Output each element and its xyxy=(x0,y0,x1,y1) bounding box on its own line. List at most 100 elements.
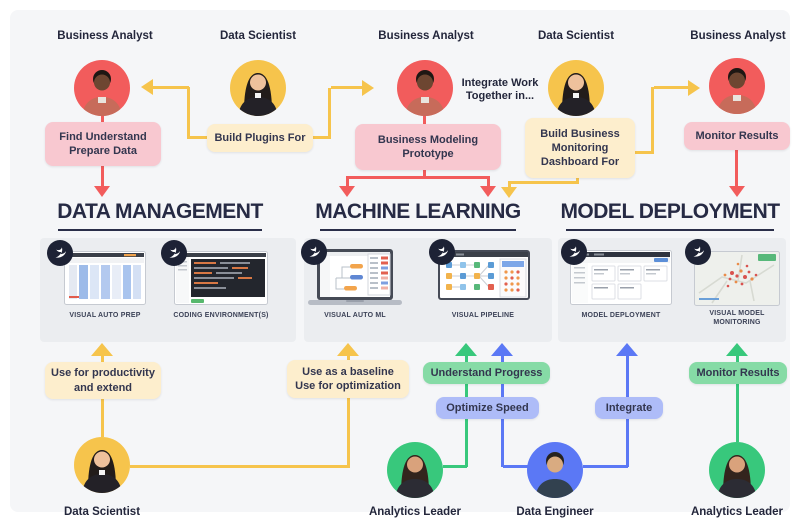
tool-label-visual-auto-ml: VISUAL AUTO ML xyxy=(324,312,386,319)
avatar-analytics-leader-1 xyxy=(387,442,443,498)
arrowhead-up-blue-ml xyxy=(491,343,513,356)
connector-box3-split-vl xyxy=(346,176,349,188)
tool-label-visual-auto-prep: VISUAL AUTO PREP xyxy=(69,312,141,319)
arrowhead-up-yellow-ml xyxy=(337,343,359,356)
person-icon xyxy=(717,455,757,498)
connector-plugins-right-h2 xyxy=(331,86,363,89)
avatar-data-scientist-bottom xyxy=(74,437,130,493)
role-label-data-scientist-bottom: Data Scientist xyxy=(63,506,141,518)
arrowhead-down-red-ml-right xyxy=(480,186,496,197)
visual-auto-ml-thumbnail xyxy=(308,248,402,313)
visual-pipeline-thumbnail xyxy=(438,250,530,307)
connector-plugins-left-v xyxy=(187,87,190,139)
dataiku-bird-icon xyxy=(561,239,587,265)
connector-ds-right-h xyxy=(130,465,349,468)
person-icon xyxy=(405,70,445,116)
connector-plugins-right-h xyxy=(313,136,331,139)
avatar-data-scientist-2 xyxy=(548,60,604,116)
arrowhead-right-yellow-1 xyxy=(362,80,374,96)
connector-ba1-to-box xyxy=(101,114,104,123)
arrowhead-right-yellow-2 xyxy=(688,80,700,96)
connector-plugins-left-h2 xyxy=(153,86,189,89)
role-label-analytics-leader-1: Analytics Leader xyxy=(368,506,462,518)
avatar-data-scientist-1 xyxy=(230,60,286,116)
action-optimize-speed: Optimize Speed xyxy=(436,397,539,419)
role-label-data-engineer: Data Engineer xyxy=(516,506,594,518)
connector-box4-right-h xyxy=(635,151,654,154)
connector-box4-right-h2 xyxy=(654,86,688,89)
connector-plugins-right-v xyxy=(328,88,331,139)
action-use-as-baseline: Use as a baseline Use for optimization xyxy=(287,360,409,398)
title-underline-dm xyxy=(58,229,262,231)
tool-label-coding-environments: CODING ENVIRONMENT(S) xyxy=(173,312,269,319)
action-find-understand-prepare-data: Find Understand Prepare Data xyxy=(45,122,161,166)
arrowhead-down-yellow-ml xyxy=(501,187,517,198)
dataiku-bird-icon xyxy=(301,239,327,265)
person-icon xyxy=(82,70,122,116)
action-understand-progress: Understand Progress xyxy=(423,362,550,384)
connector-baseline-arrow-v xyxy=(347,355,350,362)
role-label-analytics-leader-2: Analytics Leader xyxy=(690,506,784,518)
role-label-business-analyst-3: Business Analyst xyxy=(690,30,786,42)
diagram-board: Business Analyst Data Scientist Business… xyxy=(10,10,790,518)
connector-box1-down xyxy=(101,165,104,187)
dataiku-bird-icon xyxy=(429,239,455,265)
connector-box4-right-v xyxy=(651,87,654,154)
role-label-data-scientist-2: Data Scientist xyxy=(537,30,615,42)
person-icon xyxy=(82,450,122,493)
action-monitor-results-top: Monitor Results xyxy=(684,122,790,150)
connector-al-left-h xyxy=(443,465,467,468)
arrowhead-down-red-md xyxy=(729,186,745,197)
visual-model-monitoring-thumbnail xyxy=(694,251,780,311)
action-build-business-monitoring-dashboard: Build Business Monitoring Dashboard For xyxy=(525,118,635,178)
role-label-data-scientist-1: Data Scientist xyxy=(219,30,297,42)
connector-ba2-to-box xyxy=(423,114,426,124)
connector-box3-down xyxy=(423,170,426,178)
arrowhead-up-green-ml xyxy=(455,343,477,356)
connector-de-right-h xyxy=(583,465,628,468)
connector-plugins-left-h xyxy=(188,136,208,139)
action-business-modeling-prototype: Business Modeling Prototype xyxy=(355,124,501,170)
section-title-data-management: DATA MANAGEMENT xyxy=(57,200,263,223)
dataiku-bird-icon xyxy=(685,239,711,265)
tool-label-visual-pipeline: VISUAL PIPELINE xyxy=(451,312,515,319)
arrowhead-left-yellow xyxy=(141,79,153,95)
arrowhead-up-green-md xyxy=(726,343,748,356)
avatar-business-analyst-1 xyxy=(74,60,130,116)
dataiku-bird-icon xyxy=(161,240,187,266)
connector-baseline-v xyxy=(347,396,350,468)
tool-label-visual-model-monitoring: VISUAL MODEL MONITORING xyxy=(709,310,765,326)
connector-box4-down-v2 xyxy=(508,181,511,189)
title-underline-md xyxy=(566,229,774,231)
tool-label-model-deployment: MODEL DEPLOYMENT xyxy=(581,312,661,319)
title-underline-ml xyxy=(320,229,516,231)
avatar-business-analyst-3 xyxy=(709,58,765,114)
section-title-model-deployment: MODEL DEPLOYMENT xyxy=(560,200,780,223)
role-label-business-analyst-2: Business Analyst xyxy=(378,30,474,42)
arrowhead-down-red-dm xyxy=(94,186,110,197)
avatar-data-engineer xyxy=(527,442,583,498)
connector-al-right-v xyxy=(736,355,739,442)
coding-environments-thumbnail xyxy=(174,251,268,310)
person-icon xyxy=(535,452,575,498)
action-integrate: Integrate xyxy=(595,397,663,419)
section-title-machine-learning: MACHINE LEARNING xyxy=(315,200,521,223)
dataiku-bird-icon xyxy=(47,240,73,266)
person-icon xyxy=(717,68,757,114)
arrowhead-up-yellow-dm xyxy=(91,343,113,356)
person-icon xyxy=(556,73,596,116)
note-integrate-work: Integrate Work Together in... xyxy=(461,77,539,103)
action-build-plugins-for: Build Plugins For xyxy=(207,124,313,152)
person-icon xyxy=(395,455,435,498)
connector-de-left-h xyxy=(503,465,528,468)
connector-box3-split-vr xyxy=(487,176,490,188)
connector-box5-down xyxy=(735,150,738,187)
person-icon xyxy=(238,73,278,116)
arrowhead-down-red-ml-left xyxy=(339,186,355,197)
avatar-analytics-leader-2 xyxy=(709,442,765,498)
model-deployment-thumbnail xyxy=(570,250,672,310)
arrowhead-up-blue-md xyxy=(616,343,638,356)
connector-box3-split-h xyxy=(346,176,490,179)
avatar-business-analyst-2 xyxy=(397,60,453,116)
